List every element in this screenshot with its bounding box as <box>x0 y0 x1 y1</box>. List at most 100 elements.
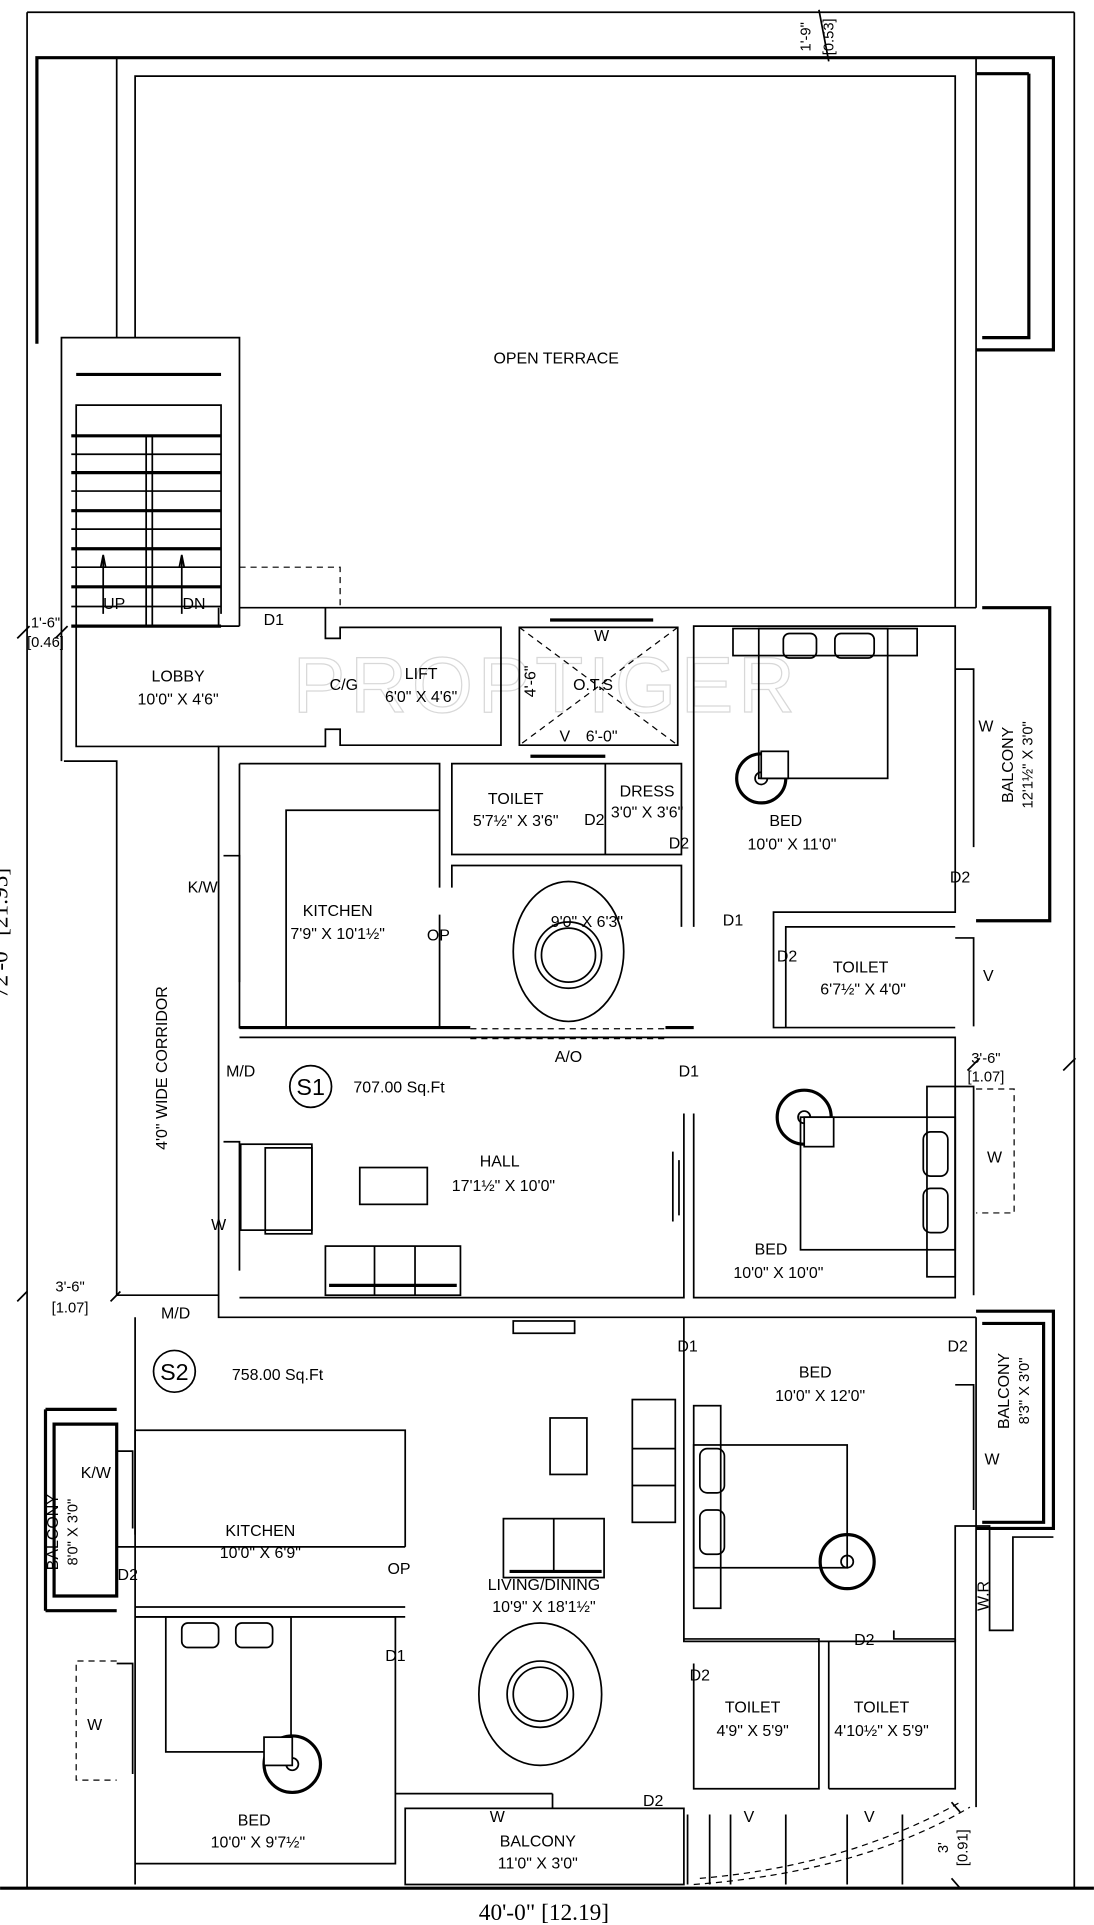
s1-hall-label: HALL <box>480 1153 520 1170</box>
s2-balcony1-label: BALCONY <box>996 1353 1013 1430</box>
door-tag: D1 <box>385 1648 406 1665</box>
plot-boundary <box>0 11 1094 1890</box>
s1-hall-size: 17'1½" X 10'0" <box>452 1178 555 1195</box>
opening-tag: OP <box>427 927 450 944</box>
kitchen-window-tag: K/W <box>81 1465 111 1482</box>
dim-left-offset-metric: [0.46] <box>27 635 64 651</box>
dim-left-offset: 1'-6" <box>31 615 60 631</box>
watermark: PROPTIGER <box>293 641 800 729</box>
s1-toilet1-size: 5'7½" X 3'6" <box>473 813 559 830</box>
room-labels: OPEN TERRACE LOBBY 10'0" X 4'6" C/G LIFT… <box>45 350 1037 1872</box>
lobby-label: LOBBY <box>152 668 206 685</box>
dim-top-metric: [0.53] <box>822 18 838 55</box>
unit-s2-marker <box>152 1349 197 1394</box>
door-tag: D1 <box>723 913 744 930</box>
s2-toilet2-size: 4'10½" X 5'9" <box>834 1723 929 1740</box>
s2-bed1-label: BED <box>799 1364 832 1381</box>
s1-balcony-label: BALCONY <box>1000 726 1017 803</box>
unit-s2-id: S2 <box>160 1359 189 1385</box>
ventilator-tag: V <box>744 1809 755 1826</box>
dim-bottom-small-metric: [0.91] <box>955 1829 971 1866</box>
lift-size: 6'0" X 4'6" <box>385 689 457 706</box>
furniture <box>164 627 957 1795</box>
ots-width: 4'-6" <box>522 665 539 697</box>
dim-left-total: 72'-0" [21.95] <box>0 868 13 998</box>
terrace-label: OPEN TERRACE <box>493 350 618 367</box>
dim-corridor-offset-metric: [1.07] <box>52 1300 89 1316</box>
dim-right-offset: 3'-6" <box>971 1051 1000 1067</box>
lift-label: LIFT <box>405 666 438 683</box>
door-tag: D1 <box>679 1064 700 1081</box>
opening-tag: OP <box>388 1561 411 1578</box>
dim-right-offset-metric: [1.07] <box>967 1070 1004 1086</box>
core-walls <box>63 606 977 1319</box>
opening-tags: UP DN D1 W V W D2 D2 D2 D1 K/W OP D2 V A… <box>81 596 1002 1826</box>
door-tag: D2 <box>669 835 690 852</box>
dimension-lines <box>16 9 1077 1889</box>
s1-bed2-size: 10'0" X 10'0" <box>733 1265 823 1282</box>
s1-balcony-size: 12'1½" X 3'0" <box>1021 721 1037 808</box>
s2-balcony3-label: BALCONY <box>500 1833 577 1850</box>
door-tag: D2 <box>854 1632 875 1649</box>
s2-kitchen-label: KITCHEN <box>225 1523 295 1540</box>
ots-label: O.T.S <box>573 677 613 694</box>
terrace-walls <box>35 56 1056 608</box>
s1-dress-label: DRESS <box>620 784 675 801</box>
window-tag: W <box>987 1150 1002 1167</box>
kitchen-window-tag: K/W <box>188 880 218 897</box>
door-tag: D1 <box>264 612 285 629</box>
s2-wr-label: W.R <box>975 1581 992 1611</box>
arch-opening-tag: A/O <box>555 1049 582 1066</box>
unit-s1-area: 707.00 Sq.Ft <box>353 1080 445 1097</box>
s2-bed2-label: BED <box>238 1813 271 1830</box>
s2-toilet1-label: TOILET <box>725 1700 781 1717</box>
window-tag: W <box>594 628 609 645</box>
stair-down-label: DN <box>183 596 206 613</box>
ventilator-tag: V <box>864 1809 875 1826</box>
door-tag: D2 <box>643 1793 664 1810</box>
window-tag: W <box>490 1809 505 1826</box>
door-tag: D2 <box>118 1567 139 1584</box>
door-tag: D2 <box>950 870 971 887</box>
s1-toilet2-label: TOILET <box>833 959 889 976</box>
main-door-tag: M/D <box>226 1064 255 1081</box>
s1-dining-size: 9'0" X 6'3" <box>551 914 623 931</box>
s2-balcony2-label: BALCONY <box>45 1494 62 1571</box>
s1-bed2-label: BED <box>755 1242 788 1259</box>
s1-dress-size: 3'0" X 3'6" <box>611 805 683 822</box>
window-tag: W <box>87 1717 102 1734</box>
s1-bed1-label: BED <box>769 813 802 830</box>
s1-kitchen-size: 7'9" X 10'1½" <box>290 926 385 943</box>
ventilator-tag: V <box>983 968 994 985</box>
door-tag: D2 <box>584 812 605 829</box>
unit-s2-walls <box>43 1294 1056 1886</box>
s2-balcony3-size: 11'0" X 3'0" <box>498 1856 578 1873</box>
s1-toilet1-label: TOILET <box>488 791 544 808</box>
door-tag: D2 <box>947 1339 968 1356</box>
dim-corridor-offset: 3'-6" <box>55 1280 84 1296</box>
corridor-label: 4'0" WIDE CORRIDOR <box>154 986 171 1150</box>
unit-s2-area: 758.00 Sq.Ft <box>232 1367 324 1384</box>
unit-s1-id: S1 <box>296 1074 325 1100</box>
s2-living-label: LIVING/DINING <box>488 1577 600 1594</box>
s2-bed1-size: 10'0" X 12'0" <box>775 1388 865 1405</box>
s2-bed2-size: 10'0" X 9'7½" <box>211 1835 305 1852</box>
unit-s1-marker <box>288 1064 333 1109</box>
s2-balcony2-size: 8'0" X 3'0" <box>65 1499 81 1566</box>
s2-living-size: 10'9" X 18'1½" <box>492 1599 595 1616</box>
s1-toilet2-size: 6'7½" X 4'0" <box>820 981 906 998</box>
s1-bed1-size: 10'0" X 11'0" <box>747 837 836 854</box>
window-tag: W <box>985 1452 1000 1469</box>
main-door-tag: M/D <box>161 1306 190 1323</box>
s1-kitchen-label: KITCHEN <box>303 903 373 920</box>
s2-toilet2-label: TOILET <box>854 1700 910 1717</box>
s2-balcony1-size: 8'3" X 3'0" <box>1017 1358 1033 1425</box>
s2-kitchen-size: 10'0" X 6'9" <box>220 1545 301 1562</box>
dim-bottom-total: 40'-0" [12.19] <box>479 1900 609 1925</box>
door-tag: D2 <box>777 948 798 965</box>
dim-top: 1'-9" <box>798 22 814 51</box>
stair-up-label: UP <box>103 596 125 613</box>
door-tag: D2 <box>690 1668 711 1685</box>
door-tag: D1 <box>677 1339 698 1356</box>
